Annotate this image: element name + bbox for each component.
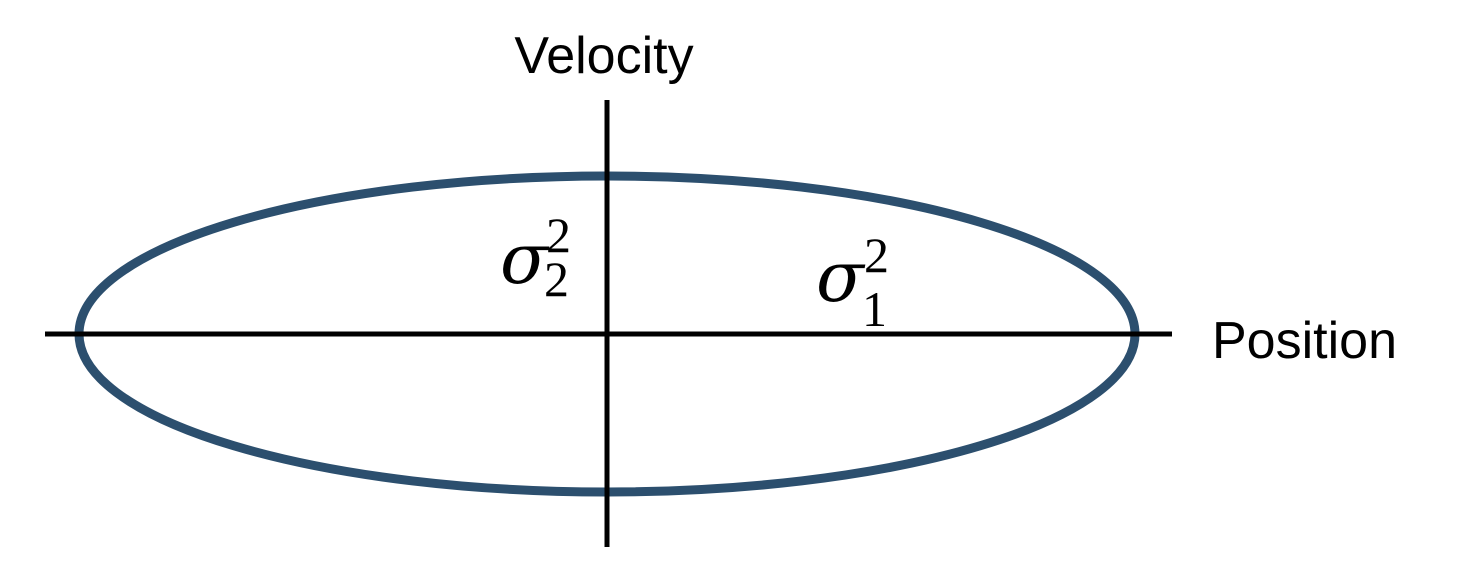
sigma2-squared-label: σ 2 2 <box>500 207 571 307</box>
velocity-axis-label: Velocity <box>514 27 693 85</box>
sigma2-superscript: 2 <box>546 207 571 263</box>
position-axis-label: Position <box>1212 312 1397 370</box>
sigma1-superscript: 2 <box>864 227 889 283</box>
sigma1-subscript: 1 <box>862 281 887 337</box>
sigma1-symbol: σ <box>816 236 866 318</box>
sigma1-squared-label: σ 2 1 <box>816 227 889 337</box>
sigma2-symbol: σ <box>500 218 550 300</box>
sigma2-subscript: 2 <box>544 251 569 307</box>
